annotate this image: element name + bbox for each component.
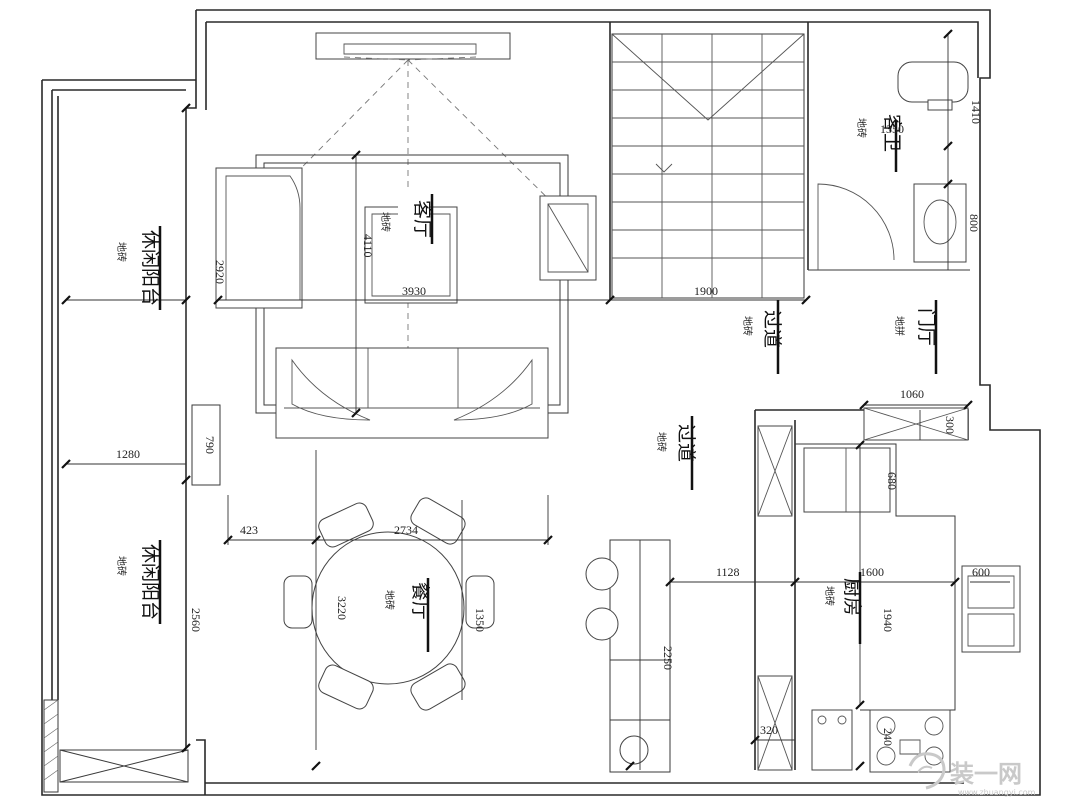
kitchen-name: 厨房 — [841, 578, 863, 616]
exterior-walls — [42, 10, 1040, 795]
living-room-name: 客厅 — [411, 200, 433, 238]
guest-bath-name: 客卫 — [881, 114, 903, 152]
dim-aisle-width: 1128 — [716, 565, 740, 579]
dim-fridge-depth: 680 — [885, 472, 899, 490]
living-room-label: 客厅 地砖 — [379, 188, 433, 244]
living-room-floor: 地砖 — [379, 212, 392, 232]
kitchen-fixtures — [758, 426, 1020, 772]
bathroom-fixtures — [818, 62, 968, 270]
watermark-url: www.zhuangyi.com — [958, 788, 1036, 797]
guest-bath-floor: 地砖 — [855, 118, 868, 138]
corridor-upper-name: 过道 — [761, 310, 783, 348]
watermark-brand: 装一网 — [950, 760, 1022, 788]
dim-kitchen-width: 1600 — [860, 565, 884, 579]
foyer-label: 门厅 地拼 — [893, 300, 937, 374]
dim-kitchen-depth: 1940 — [881, 608, 895, 632]
corridor-upper-floor: 地砖 — [741, 316, 754, 336]
dim-pier-width: 790 — [203, 436, 217, 454]
balcony-north-floor: 地砖 — [115, 242, 128, 262]
dim-corridor-width: 1900 — [694, 284, 718, 298]
dim-dining-width: 2734 — [394, 523, 418, 537]
dim-dining-offset: 423 — [240, 523, 258, 537]
corridor-lower-label: 过道 地砖 — [655, 416, 697, 490]
bar-stools — [586, 558, 648, 764]
dim-living-depth: 4110 — [361, 234, 375, 258]
foyer-name: 门厅 — [915, 308, 937, 346]
balcony-north-label: 休闲阳台 地砖 — [115, 226, 161, 310]
dining-room-floor: 地砖 — [383, 590, 396, 610]
foyer-floor: 地拼 — [893, 316, 906, 336]
balcony-south-label: 休闲阳台 地砖 — [115, 540, 161, 624]
kitchen-floor: 地砖 — [823, 586, 836, 606]
balcony-north-name: 休闲阳台 — [139, 230, 161, 306]
living-room-furniture — [216, 33, 596, 438]
balcony-south-name: 休闲阳台 — [139, 544, 161, 620]
corridor-lower-floor: 地砖 — [655, 432, 668, 452]
dining-room-name: 餐厅 — [409, 582, 431, 620]
dim-bath-width: 1350 — [880, 122, 904, 136]
dim-foyer-width: 1060 — [900, 387, 924, 401]
dim-table-len: 1350 — [473, 608, 487, 632]
dim-shoe-cabinet-depth: 300 — [943, 416, 957, 434]
dim-balcony-north-len: 2920 — [213, 260, 227, 284]
guest-bath-label: 客卫 地砖 — [855, 114, 903, 172]
balcony-planter — [44, 700, 188, 792]
dim-sink-width: 600 — [972, 565, 990, 579]
foyer-cabinet — [864, 408, 968, 440]
dim-vanity-depth: 800 — [967, 214, 981, 232]
dim-stove-depth: 320 — [760, 723, 778, 737]
watermark: 装一网 www.zhuangyi.com — [910, 754, 1036, 797]
balcony-south-floor: 地砖 — [115, 556, 128, 576]
dim-bath-top: 1410 — [969, 100, 983, 124]
corridor-upper-label: 过道 地砖 — [741, 300, 783, 374]
kitchen-label: 厨房 地砖 — [823, 572, 863, 644]
dim-balcony-width: 1280 — [116, 447, 140, 461]
dim-dining-depth: 3220 — [335, 596, 349, 620]
dimension-lines — [62, 30, 1010, 770]
dimension-labels: 3930 4110 1900 2920 2560 1280 790 423 27… — [116, 100, 990, 746]
corridor-lower-name: 过道 — [675, 424, 697, 462]
dim-counter-len: 2250 — [661, 646, 675, 670]
dim-balcony-south-len: 2560 — [189, 608, 203, 632]
dim-stove-width: 240 — [881, 728, 895, 746]
dining-room-label: 餐厅 地砖 — [383, 572, 434, 652]
staircase — [612, 34, 804, 298]
dim-living-width: 3930 — [402, 284, 426, 298]
